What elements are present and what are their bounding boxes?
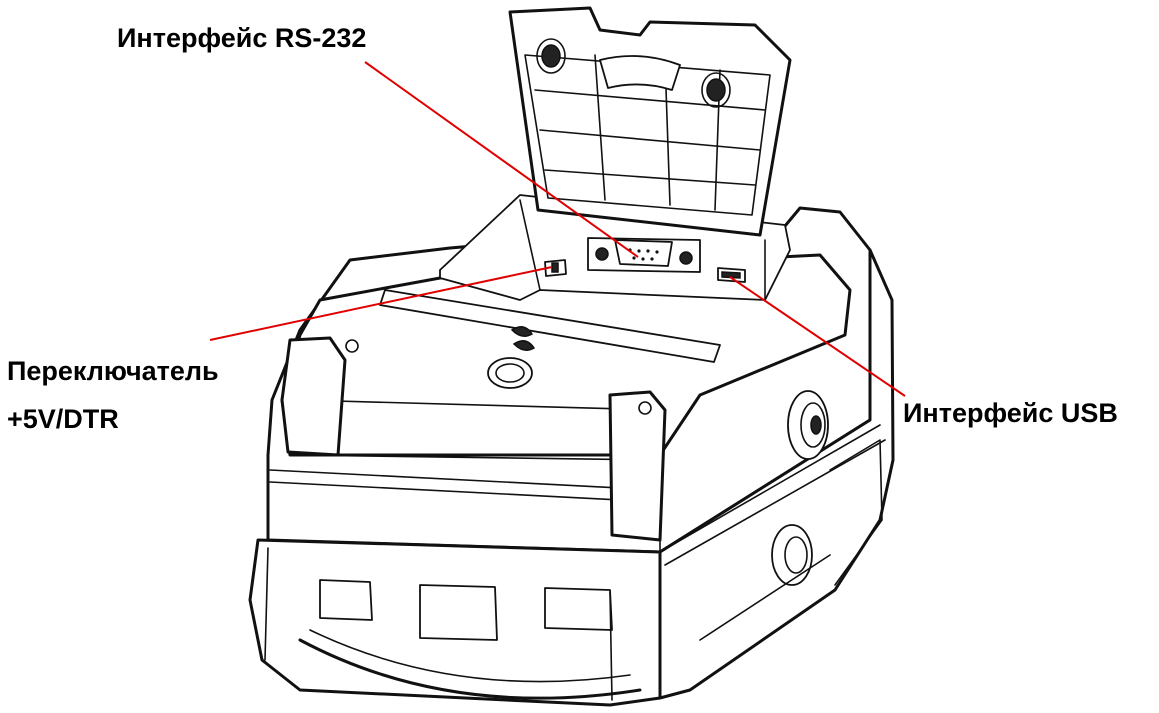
rs232-label: Интерфейс RS-232 (117, 23, 367, 53)
switch-label-line2: +5V/DTR (7, 404, 119, 434)
printer-top-cover (280, 253, 852, 553)
printer-open-lid (508, 6, 792, 237)
usb-leader-line (729, 276, 906, 397)
usb-label: Интерфейс USB (903, 398, 1118, 428)
switch-label-line1: Переключатель (7, 356, 219, 386)
rs232-leader-line (364, 61, 639, 258)
switch-leader-line (209, 266, 553, 341)
leader-lines (209, 61, 906, 397)
